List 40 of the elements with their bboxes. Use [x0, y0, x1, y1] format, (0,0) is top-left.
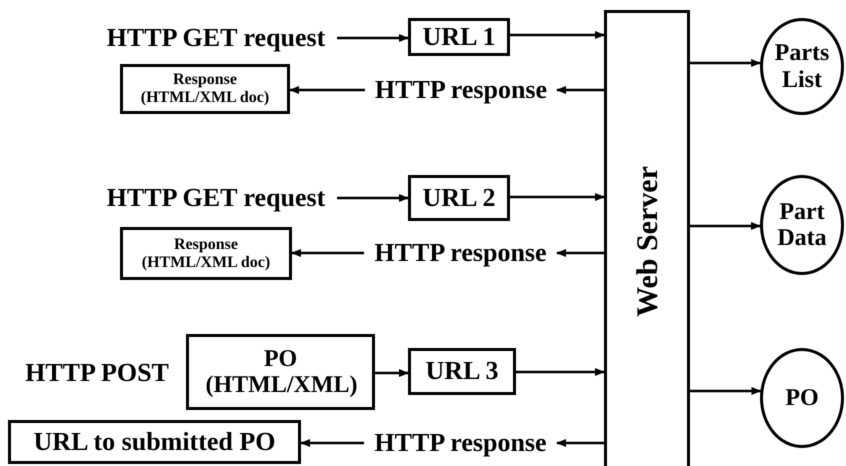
arrow	[291, 249, 364, 257]
node-label: Part Data	[776, 198, 828, 252]
url-box	[408, 348, 516, 395]
arrow	[337, 34, 409, 42]
url-box	[408, 18, 510, 56]
arrow	[690, 222, 761, 230]
method-label: HTTP POST	[24, 356, 170, 389]
server-label: Web Server	[630, 166, 664, 317]
node-label: Response (HTML/XML doc)	[141, 236, 271, 272]
node-label: Parts List	[774, 40, 830, 93]
arrow	[337, 194, 409, 202]
response-text: HTTP response	[364, 426, 557, 460]
arrow	[556, 86, 604, 94]
arrow	[289, 86, 365, 94]
request-text: HTTP GET request	[95, 21, 337, 55]
node-label: Response (HTML/XML doc)	[140, 71, 270, 107]
response-box	[120, 227, 292, 280]
arrow	[690, 387, 762, 395]
arrow	[690, 59, 762, 67]
request-text: HTTP GET request	[95, 181, 337, 215]
arrow	[510, 193, 605, 201]
arrow	[375, 369, 409, 377]
arrow	[556, 249, 604, 257]
node-label: PO	[784, 384, 820, 412]
node-label: URL 1	[422, 22, 496, 52]
server-box	[604, 10, 690, 466]
url-box	[408, 175, 510, 221]
arrow	[300, 439, 364, 447]
document-box	[186, 334, 375, 410]
node-label: URL 2	[422, 184, 496, 212]
response-text: HTTP response	[364, 236, 557, 270]
node-label: PO (HTML/XML)	[206, 346, 356, 398]
arrow	[510, 31, 605, 39]
node-label: URL 3	[426, 357, 498, 386]
response-box	[120, 64, 290, 114]
result-box	[8, 420, 301, 464]
arrow	[556, 439, 604, 447]
arrow	[516, 368, 605, 376]
node-label: URL to submitted PO	[34, 428, 276, 456]
response-text: HTTP response	[365, 73, 557, 107]
